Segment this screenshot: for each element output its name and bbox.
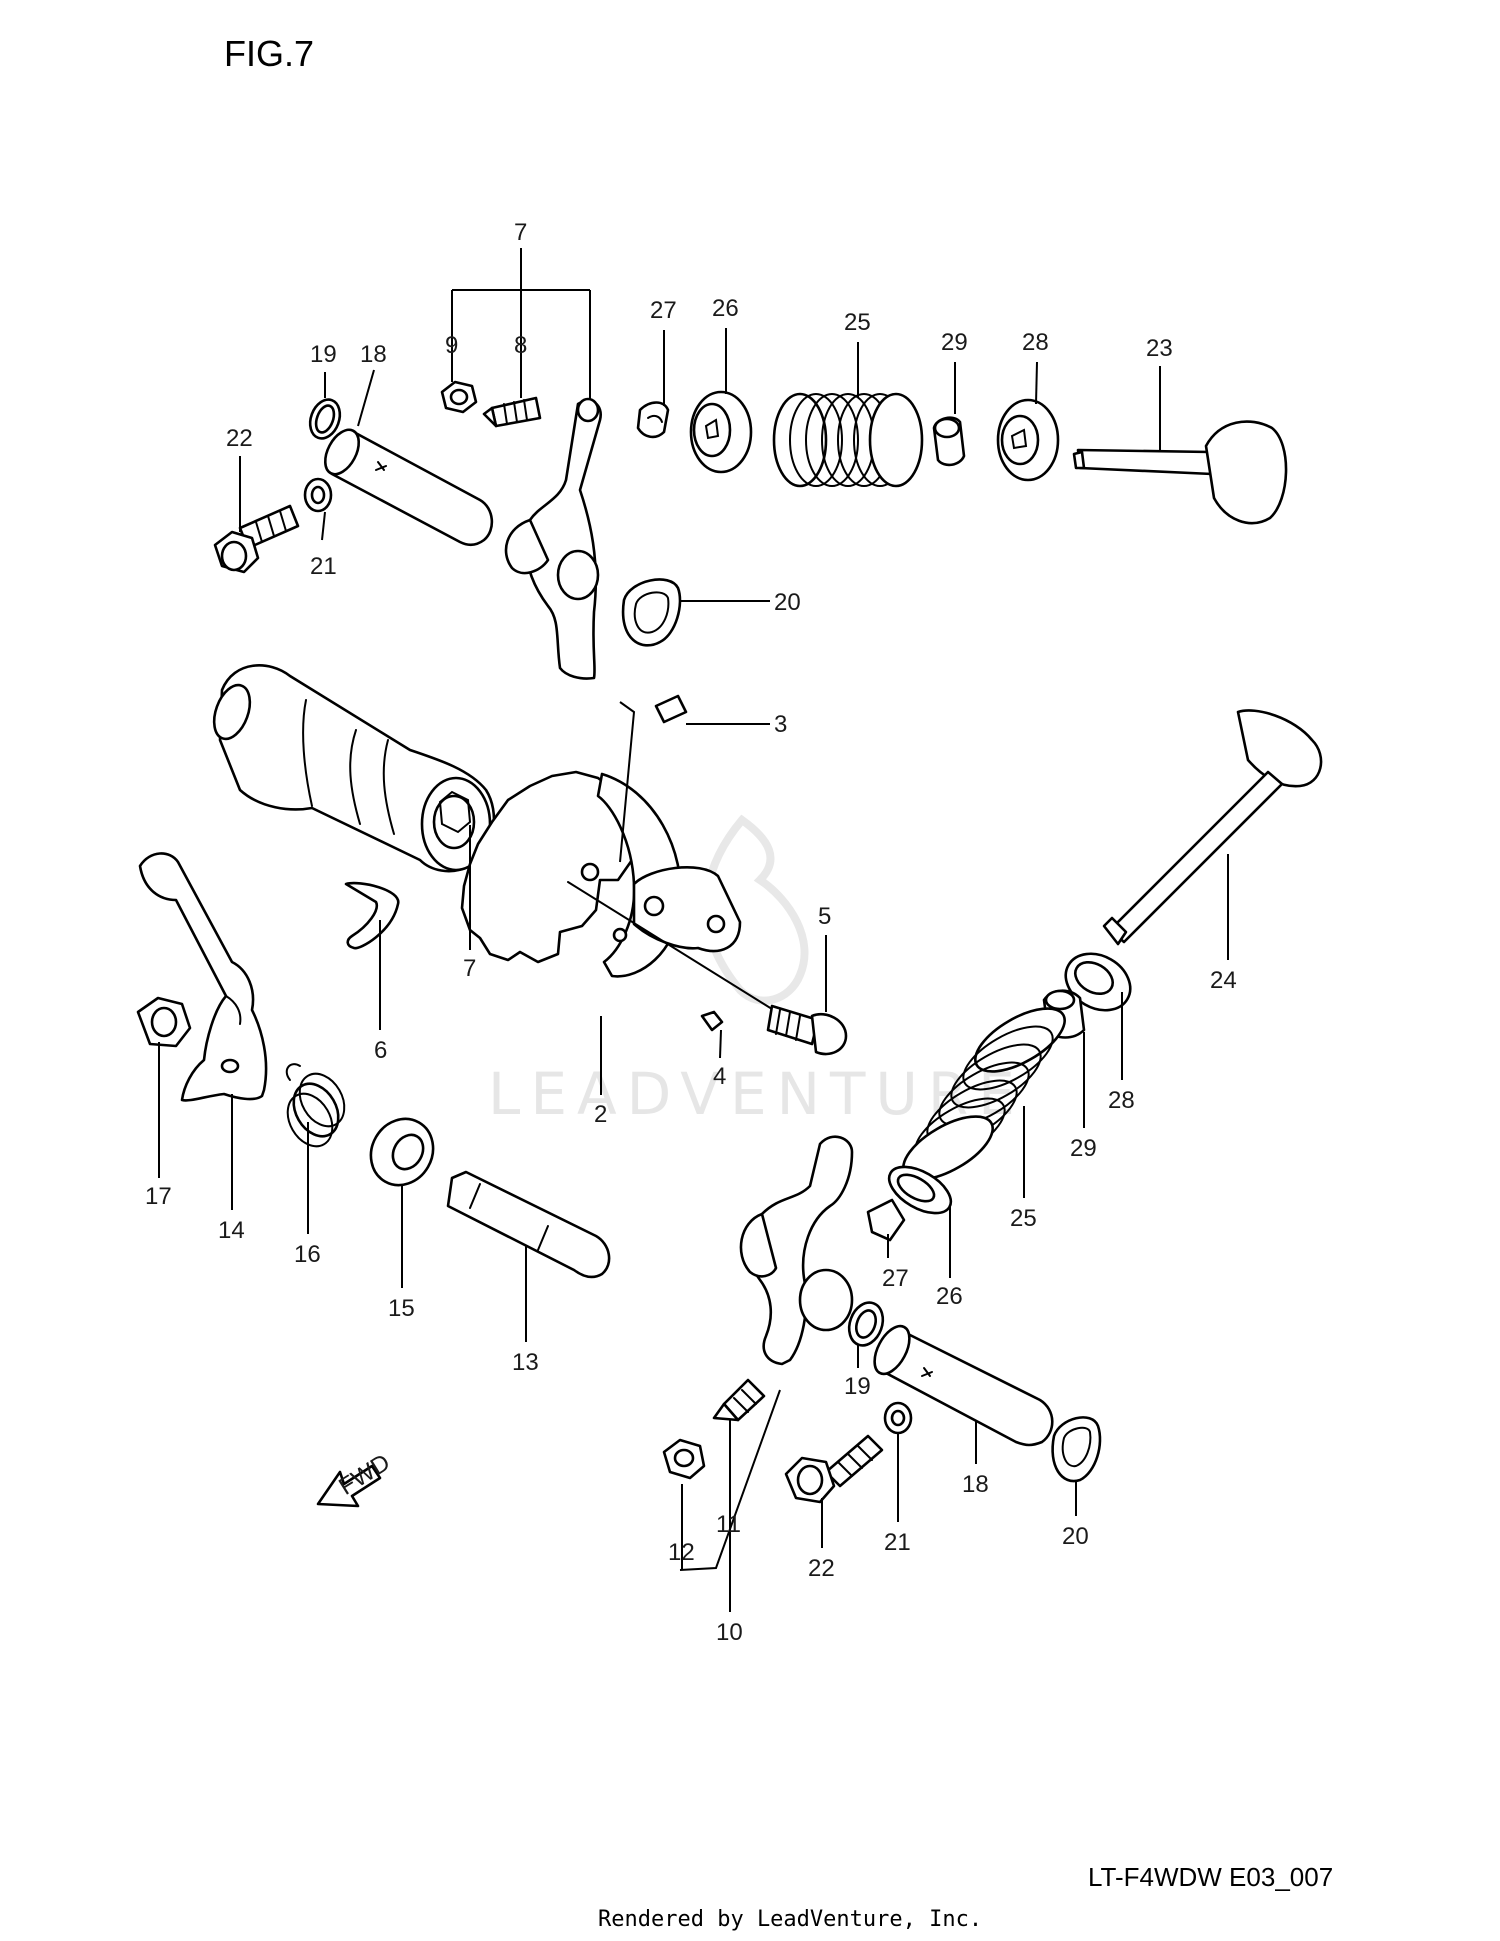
decomp-shaft-13[interactable]	[446, 1170, 611, 1279]
callout-12: 12	[668, 1539, 695, 1566]
valve-cotter-27-intake[interactable]	[866, 1198, 906, 1242]
spring-retainer-26[interactable]	[689, 390, 753, 474]
callout-20-intake: 20	[1062, 1523, 1089, 1550]
render-credit: Rendered by LeadVenture, Inc.	[598, 1907, 982, 1932]
intake-valve-24[interactable]	[1102, 709, 1323, 946]
torsion-spring-16[interactable]	[279, 1063, 354, 1154]
diagram-code: LT-F4WDW E03_007	[1088, 1862, 1333, 1892]
rocker-arm-exhaust[interactable]	[504, 397, 602, 680]
fwd-label: FWD	[334, 1449, 395, 1501]
valve-cotter-27[interactable]	[636, 401, 670, 439]
gasket-20[interactable]	[621, 578, 682, 647]
callout-8: 8	[514, 332, 527, 359]
callout-28-intake: 28	[1108, 1087, 1135, 1114]
valve-spring-25-intake[interactable]	[894, 996, 1075, 1192]
adjuster-nut-12[interactable]	[662, 1438, 706, 1480]
callout-25-top: 25	[844, 309, 871, 336]
callout-17: 17	[145, 1183, 172, 1210]
callout-4: 4	[713, 1063, 726, 1090]
woodruff-key-6[interactable]	[344, 881, 400, 950]
spring-seat-28[interactable]	[996, 398, 1060, 482]
cam-sprocket-bolt-5[interactable]	[766, 1004, 848, 1056]
watermark: LEADVENTURE	[488, 814, 1025, 1128]
exhaust-valve-23[interactable]	[1072, 420, 1288, 525]
washer-15[interactable]	[359, 1108, 445, 1197]
camshaft-7[interactable]	[207, 664, 496, 873]
callout-29-top: 29	[941, 329, 968, 356]
watermark-text: LEADVENTURE	[488, 1060, 1025, 1128]
callout-7-cam: 7	[463, 955, 476, 982]
callout-labels: 7 9 8 19 18 22 21 27 26 25 29 28 23 20 3…	[145, 219, 1237, 1646]
callout-21-intake: 21	[884, 1529, 911, 1556]
callout-14: 14	[218, 1217, 245, 1244]
callout-22-intake: 22	[808, 1555, 835, 1582]
callout-29-intake: 29	[1070, 1135, 1097, 1162]
callout-27-intake: 27	[882, 1265, 909, 1292]
o-ring-19[interactable]	[305, 395, 345, 442]
adjuster-nut-9[interactable]	[440, 380, 478, 414]
rocker-arm-intake[interactable]	[739, 1135, 854, 1366]
leader-lines	[158, 328, 1229, 1548]
callout-2: 2	[594, 1101, 607, 1128]
fwd-arrow-icon: FWD	[316, 1449, 395, 1508]
valve-stem-seal-29[interactable]	[932, 416, 966, 467]
gasket-20-intake[interactable]	[1051, 1416, 1102, 1483]
callout-7-top: 7	[514, 219, 527, 246]
callout-25-intake: 25	[1010, 1205, 1037, 1232]
callout-26-intake: 26	[936, 1283, 963, 1310]
rocker-shaft-18-intake[interactable]	[867, 1320, 1054, 1447]
callout-19-top: 19	[310, 341, 337, 368]
callout-11: 11	[716, 1511, 741, 1538]
spring-seat-28-intake[interactable]	[1056, 942, 1141, 1021]
callout-19-intake: 19	[844, 1373, 871, 1400]
callout-23: 23	[1146, 335, 1173, 362]
callout-9: 9	[445, 332, 458, 359]
adjuster-screw-11[interactable]	[712, 1378, 766, 1422]
callout-20-top: 20	[774, 589, 801, 616]
washer-21[interactable]	[303, 477, 333, 513]
adjuster-screw-8[interactable]	[482, 396, 542, 428]
figure-title: FIG.7	[224, 33, 314, 74]
valve-spring-25[interactable]	[772, 392, 924, 488]
bracket-10	[679, 1389, 781, 1612]
callout-3: 3	[774, 711, 787, 738]
callout-24: 24	[1210, 967, 1237, 994]
callout-6: 6	[374, 1037, 387, 1064]
callout-27-top: 27	[650, 297, 677, 324]
bracket-7-top	[451, 248, 591, 410]
callout-18-top: 18	[360, 341, 387, 368]
callout-5: 5	[818, 903, 831, 930]
callout-15: 15	[388, 1295, 415, 1322]
callout-18-intake: 18	[962, 1471, 989, 1498]
rocker-shaft-18[interactable]	[318, 424, 494, 547]
spring-retainer-26-intake[interactable]	[882, 1157, 959, 1222]
callout-21-top: 21	[310, 553, 337, 580]
bolt-22-intake[interactable]	[784, 1434, 884, 1504]
nut-17[interactable]	[136, 996, 192, 1048]
callout-16: 16	[294, 1241, 321, 1268]
lock-clip-4[interactable]	[700, 1010, 724, 1032]
callout-22-top: 22	[226, 425, 253, 452]
decomp-lever-14[interactable]	[138, 852, 268, 1102]
callout-10: 10	[716, 1619, 743, 1646]
washer-21-intake[interactable]	[883, 1401, 913, 1435]
dowel-pin-3[interactable]	[654, 694, 688, 724]
bolt-22[interactable]	[213, 504, 300, 574]
callout-13: 13	[512, 1349, 539, 1376]
callout-28-top: 28	[1022, 329, 1049, 356]
callout-26-top: 26	[712, 295, 739, 322]
